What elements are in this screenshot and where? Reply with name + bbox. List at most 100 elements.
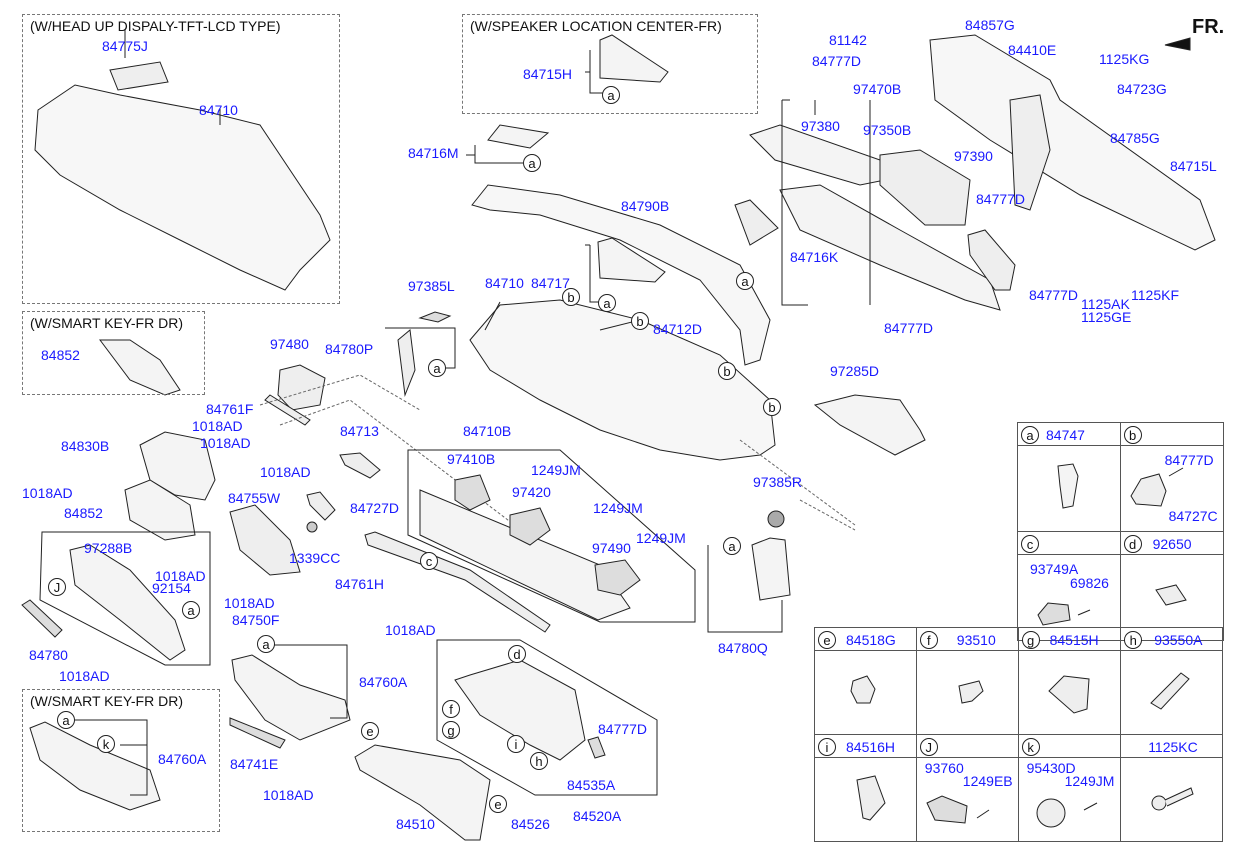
part-label-84777D-glovebox[interactable]: 84777D [598, 721, 648, 737]
part-label-1018AD-4[interactable]: 1018AD [22, 485, 73, 501]
part-label-1018AD-7[interactable]: 1018AD [59, 668, 110, 684]
part-label-97410B[interactable]: 97410B [447, 451, 496, 467]
part-label-84780Q[interactable]: 84780Q [718, 640, 768, 656]
part-label-97380[interactable]: 97380 [801, 118, 840, 134]
part-label-81142[interactable]: 81142 [829, 32, 867, 48]
legend-part-84747[interactable]: 84747 [1046, 427, 1085, 443]
legend-header-c: c [1017, 531, 1121, 555]
part-label-84777D-3[interactable]: 84777D [1029, 287, 1079, 303]
cover-84515h-icon [1047, 675, 1090, 714]
part-label-84713[interactable]: 84713 [340, 423, 379, 439]
part-label-84760A-smartkey[interactable]: 84760A [158, 751, 207, 767]
part-label-84716M[interactable]: 84716M [408, 145, 459, 161]
legend-part-84518G[interactable]: 84518G [846, 632, 896, 648]
part-label-84526[interactable]: 84526 [511, 816, 550, 832]
legend-part-84515H[interactable]: 84515H [1049, 632, 1099, 648]
part-label-84535A[interactable]: 84535A [567, 777, 616, 793]
cover-84516h-icon [856, 775, 886, 821]
legend-part-1249JM[interactable]: 1249JM [1064, 773, 1115, 789]
part-label-84410E[interactable]: 84410E [1008, 42, 1057, 58]
duct-97350b-drawing [879, 149, 971, 226]
part-label-84723G[interactable]: 84723G [1117, 81, 1167, 97]
part-label-84780[interactable]: 84780 [29, 647, 68, 663]
part-label-84852[interactable]: 84852 [64, 505, 103, 521]
part-label-84710[interactable]: 84710 [485, 275, 524, 291]
part-label-97288B[interactable]: 97288B [84, 540, 133, 556]
part-label-84761H[interactable]: 84761H [335, 576, 385, 592]
part-label-84775J[interactable]: 84775J [102, 38, 148, 54]
legend-part-84516H[interactable]: 84516H [846, 739, 896, 755]
part-label-84750F[interactable]: 84750F [232, 612, 280, 628]
part-label-1018AD-5[interactable]: 1018AD [155, 568, 206, 584]
part-label-84715L[interactable]: 84715L [1170, 158, 1217, 174]
part-label-84710-hud[interactable]: 84710 [199, 102, 238, 118]
part-label-84780P[interactable]: 84780P [325, 341, 374, 357]
option-label-speaker: (W/SPEAKER LOCATION CENTER-FR) [470, 18, 722, 34]
part-label-84755W[interactable]: 84755W [228, 490, 281, 506]
legend-cell-f [915, 650, 1019, 735]
part-label-84785G[interactable]: 84785G [1110, 130, 1160, 146]
part-label-97470B[interactable]: 97470B [853, 81, 902, 97]
part-label-1018AD-1[interactable]: 1018AD [192, 418, 243, 434]
part-label-1018AD-2[interactable]: 1018AD [200, 435, 251, 451]
legend-key-h: h [1124, 631, 1143, 649]
part-label-97350B[interactable]: 97350B [863, 122, 912, 138]
part-label-1249JM-1[interactable]: 1249JM [531, 462, 581, 478]
legend-part-84777D[interactable]: 84777D [1164, 452, 1214, 468]
part-label-1339CC[interactable]: 1339CC [289, 550, 341, 566]
part-label-84520A[interactable]: 84520A [573, 808, 622, 824]
part-label-84727D[interactable]: 84727D [350, 500, 400, 516]
part-label-92154[interactable]: 92154 [152, 580, 191, 596]
callout-a: a [428, 359, 446, 377]
part-label-84712D[interactable]: 84712D [653, 321, 703, 337]
legend-part-93550A[interactable]: 93550A [1154, 632, 1203, 648]
part-label-84741E[interactable]: 84741E [230, 756, 279, 772]
part-label-1125KF[interactable]: 1125KF [1131, 287, 1179, 303]
part-label-1018AD-6[interactable]: 1018AD [224, 595, 275, 611]
legend-part-1249EB[interactable]: 1249EB [962, 773, 1013, 789]
part-label-97390[interactable]: 97390 [954, 148, 993, 164]
part-label-84790B[interactable]: 84790B [621, 198, 670, 214]
part-label-84777D-1[interactable]: 84777D [812, 53, 862, 69]
legend-part-69826[interactable]: 69826 [1070, 575, 1109, 591]
legend-part-93760[interactable]: 93760 [924, 760, 964, 776]
part-label-97285D[interactable]: 97285D [830, 363, 880, 379]
part-label-97420[interactable]: 97420 [512, 484, 551, 500]
part-label-1018AD-9[interactable]: 1018AD [263, 787, 314, 803]
part-label-97385L[interactable]: 97385L [408, 278, 455, 294]
part-label-84710B[interactable]: 84710B [463, 423, 512, 439]
part-label-1125KG[interactable]: 1125KG [1099, 51, 1150, 67]
part-label-84717[interactable]: 84717 [531, 275, 570, 291]
option-label-smart-key-top: (W/SMART KEY-FR DR) [30, 315, 183, 331]
legend-part-93510[interactable]: 93510 [956, 632, 996, 648]
part-label-1018AD-8[interactable]: 1018AD [385, 622, 436, 638]
part-label-1249JM-2[interactable]: 1249JM [593, 500, 643, 516]
part-label-84760A[interactable]: 84760A [359, 674, 408, 690]
legend-part-84727C[interactable]: 84727C [1168, 508, 1218, 524]
part-label-1125GE[interactable]: 1125GE [1081, 309, 1132, 325]
part-label-84777D-2[interactable]: 84777D [976, 191, 1026, 207]
legend-header-e: e 84518G [814, 627, 917, 651]
part-label-1249JM-3[interactable]: 1249JM [636, 530, 686, 546]
part-label-84716K[interactable]: 84716K [790, 249, 839, 265]
legend-part-93749A[interactable]: 93749A [1030, 561, 1079, 577]
part-label-84510[interactable]: 84510 [396, 816, 435, 832]
part-label-1018AD-3[interactable]: 1018AD [260, 464, 311, 480]
part-label-84761F[interactable]: 84761F [206, 401, 254, 417]
legend-part-95430D[interactable]: 95430D [1026, 760, 1076, 776]
part-label-84777D-4[interactable]: 84777D [884, 320, 934, 336]
part-label-84857G[interactable]: 84857G [965, 17, 1015, 33]
part-label-1125AK[interactable]: 1125AK [1081, 296, 1130, 312]
part-label-84830B[interactable]: 84830B [61, 438, 110, 454]
part-label-97385R[interactable]: 97385R [753, 474, 803, 490]
bracket-84755w-drawing [229, 504, 301, 576]
callout-e: e [489, 795, 507, 813]
part-label-97490[interactable]: 97490 [592, 540, 631, 556]
switch-93760-icon [926, 795, 990, 824]
part-label-97480[interactable]: 97480 [270, 336, 309, 352]
part-label-84852-smartkey[interactable]: 84852 [41, 347, 80, 363]
part-label-84715H[interactable]: 84715H [523, 66, 573, 82]
legend-part-1125KC[interactable]: 1125KC [1148, 739, 1198, 755]
legend-header-i: i 84516H [814, 734, 917, 758]
legend-part-92650[interactable]: 92650 [1152, 536, 1192, 552]
